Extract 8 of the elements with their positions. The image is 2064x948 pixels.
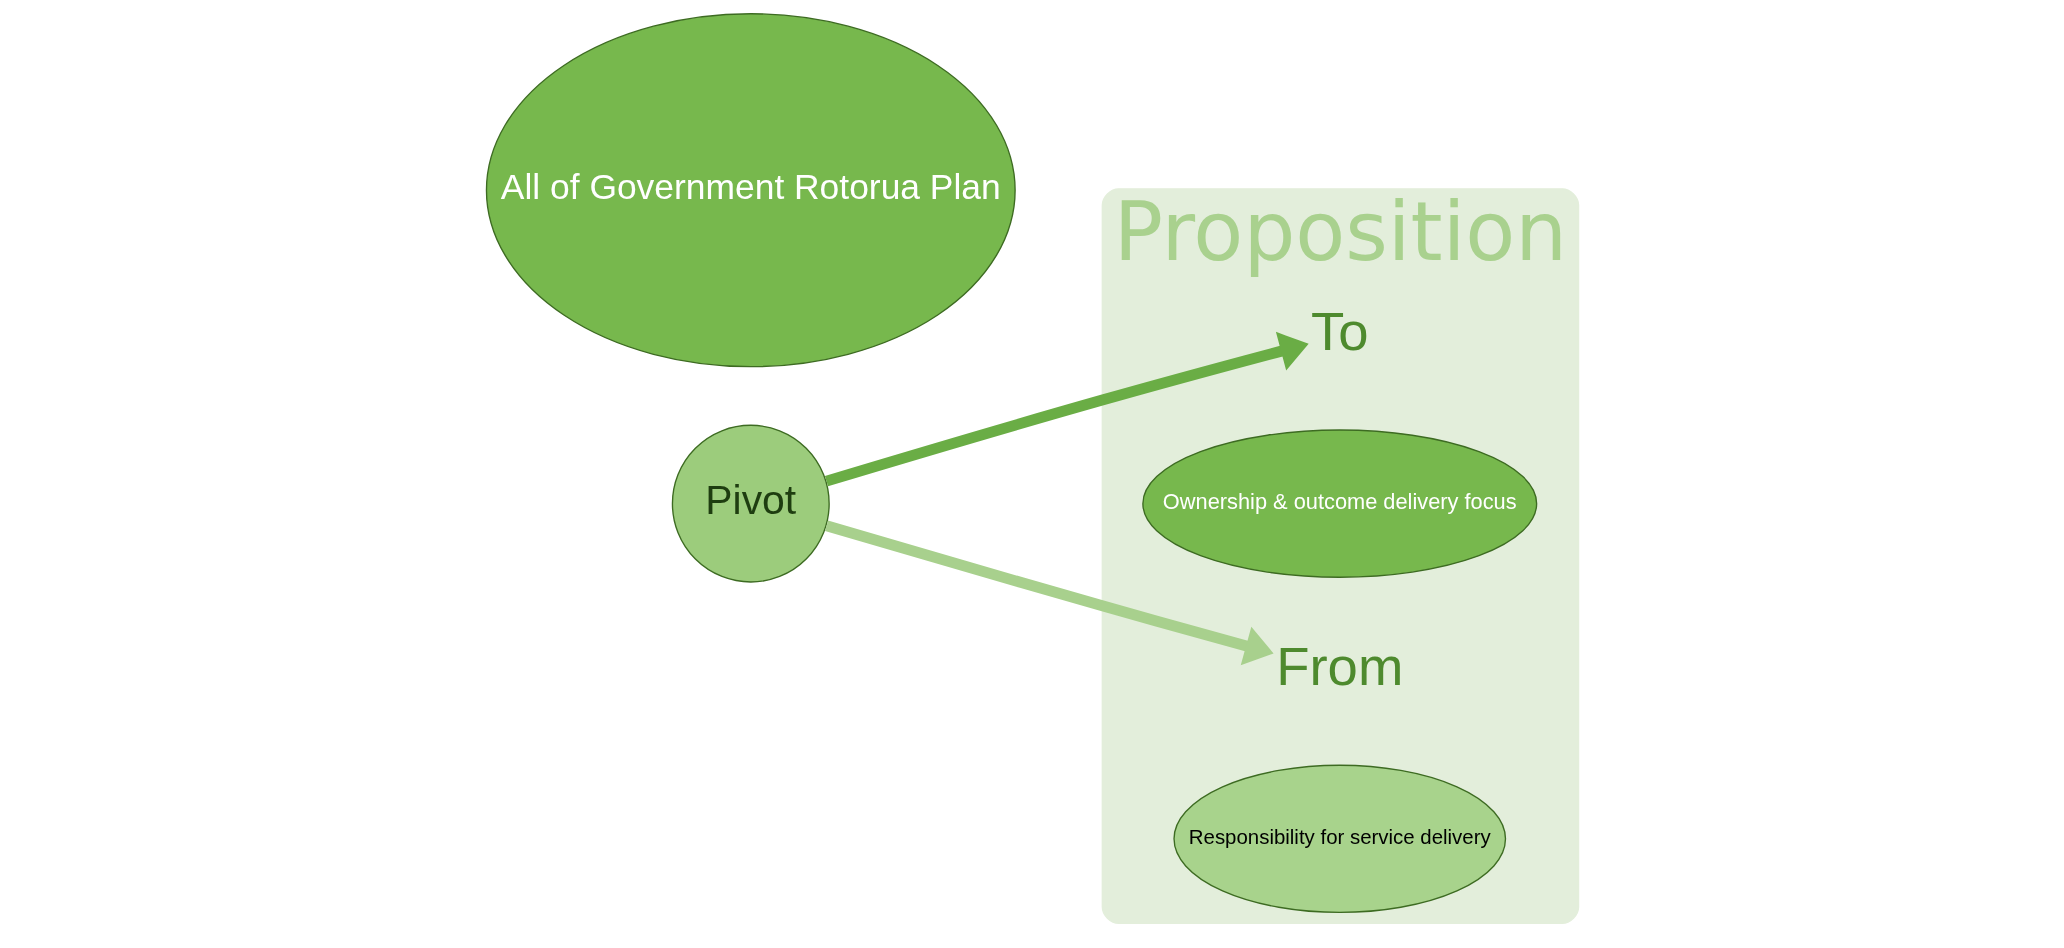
node-ellipse: Ownership & outcome delivery focus <box>1141 429 1537 578</box>
node-ellipse: Responsibility for service delivery <box>1172 764 1506 914</box>
arrow <box>824 331 1309 487</box>
node-ellipse: All of Government Rotorua Plan <box>485 13 1016 368</box>
node-text: To <box>1310 300 1369 362</box>
node-text: From <box>1275 635 1403 697</box>
node-circle: Pivot <box>671 424 830 583</box>
arrow <box>824 520 1274 666</box>
